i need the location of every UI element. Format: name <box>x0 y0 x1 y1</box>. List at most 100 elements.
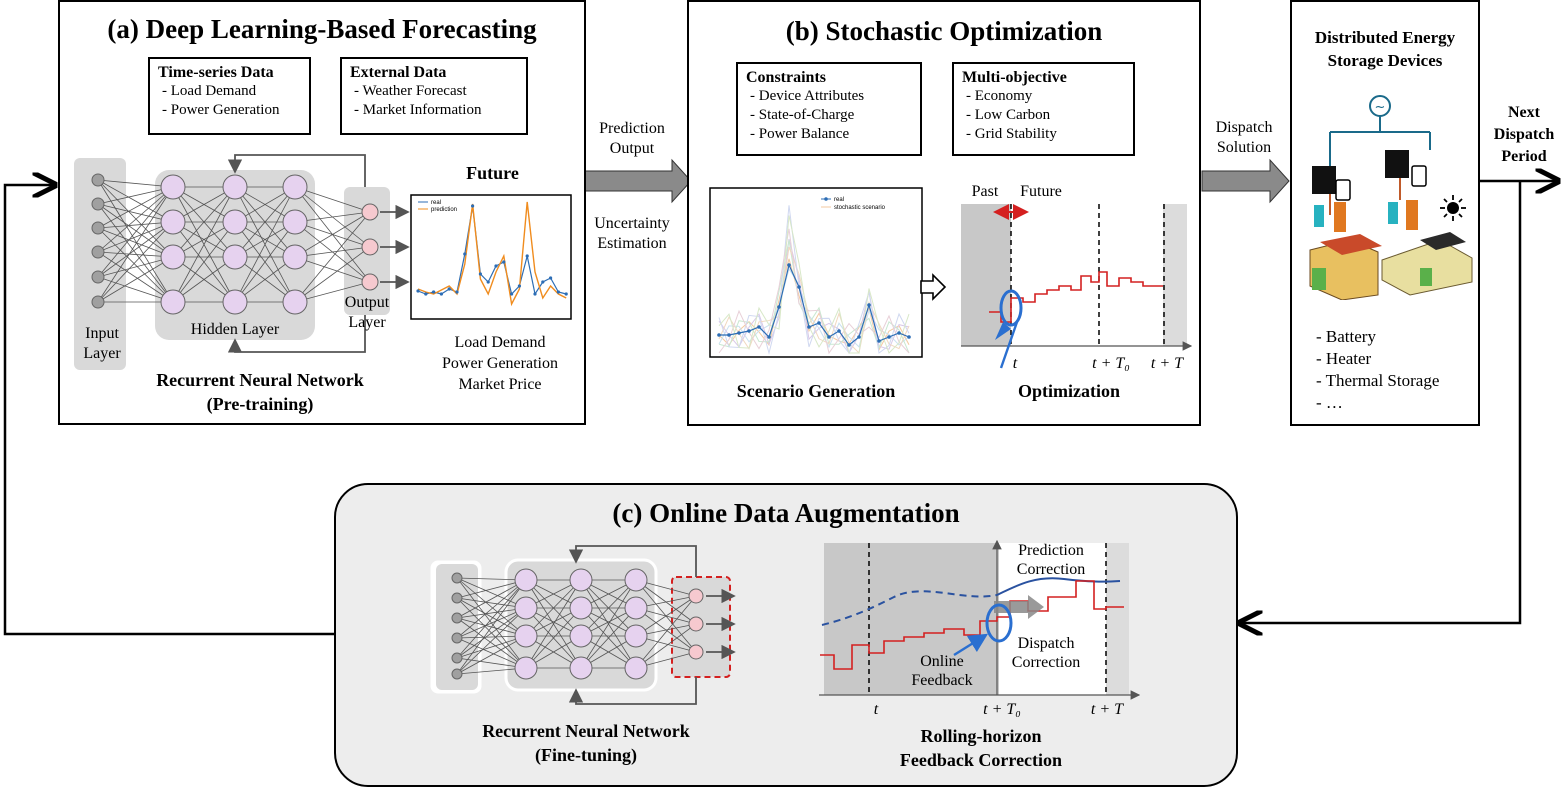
device-item: - Heater <box>1316 349 1372 368</box>
hidden-neuron <box>624 596 648 620</box>
data-point <box>478 272 482 276</box>
multi-objective-item: - Grid Stability <box>966 126 1057 142</box>
scenario-line <box>718 205 910 355</box>
hidden-neuron <box>624 656 648 680</box>
arrow-b-to-devices <box>1201 158 1290 204</box>
data-point <box>857 335 861 339</box>
panel-optimization: (b) Stochastic Optimization Constraints … <box>687 0 1201 426</box>
legend-stochastic-scenario: stochastic scenario <box>834 205 886 211</box>
data-point <box>432 290 436 294</box>
data-point <box>494 264 498 268</box>
panel-b-title: (b) Stochastic Optimization <box>785 16 1103 46</box>
input-layer-bg <box>74 158 126 370</box>
hidden-neuron <box>160 289 186 315</box>
external-data-box: External Data - Weather Forecast - Marke… <box>340 57 528 135</box>
hidden-neuron <box>569 624 593 648</box>
output-neuron <box>361 273 379 291</box>
data-point <box>847 343 851 347</box>
rolling-horizon-chart <box>819 539 1141 700</box>
tick-t-plus-t: t + T <box>1150 355 1184 372</box>
rnn-diagram <box>74 154 410 370</box>
hidden-neuron <box>514 568 538 592</box>
panel-c-title: (c) Online Data Augmentation <box>612 498 960 528</box>
arrow-a-to-b <box>584 158 692 204</box>
device-item: - … <box>1316 393 1343 412</box>
data-point <box>416 289 420 293</box>
hidden-layer-label: Hidden Layer <box>190 321 280 338</box>
svg-text:~: ~ <box>1375 100 1386 115</box>
hidden-neuron <box>282 289 308 315</box>
input-neuron <box>451 592 463 604</box>
hidden-neuron <box>222 209 248 235</box>
rnn-finetune-diagram <box>430 545 736 705</box>
scenario-line <box>718 215 910 354</box>
hidden-neuron <box>514 624 538 648</box>
future-label: Future <box>1020 183 1062 200</box>
input-neuron <box>451 572 463 584</box>
tick-t: t <box>873 701 879 718</box>
data-point <box>717 333 721 337</box>
data-point <box>817 321 821 325</box>
multi-objective-item: - Economy <box>966 88 1033 104</box>
hidden-neuron <box>514 656 538 680</box>
data-point <box>517 284 521 288</box>
data-point <box>797 285 801 289</box>
constraints-item: - Device Attributes <box>750 88 865 104</box>
data-point <box>564 292 568 296</box>
hidden-neuron <box>222 244 248 270</box>
hidden-neuron <box>624 568 648 592</box>
input-neuron <box>91 270 105 284</box>
input-neuron <box>451 612 463 624</box>
constraints-item: - Power Balance <box>750 126 850 142</box>
data-point <box>471 204 475 208</box>
tick-t-plus-t0: t + T₀ <box>1092 355 1130 372</box>
tick-t-plus-t: t + T <box>1090 701 1124 718</box>
hidden-neuron <box>569 596 593 620</box>
tick-t: t <box>1012 355 1018 372</box>
hidden-neuron <box>282 174 308 200</box>
hidden-neuron <box>282 209 308 235</box>
hidden-neuron <box>160 209 186 235</box>
time-series-box: Time-series Data - Load Demand - Power G… <box>148 57 311 135</box>
hidden-neuron <box>282 244 308 270</box>
tick-t-plus-t0: t + T₀ <box>983 701 1021 718</box>
external-data-item: - Market Information <box>354 102 482 118</box>
data-point <box>767 335 771 339</box>
hidden-neuron <box>222 289 248 315</box>
device-illustration: ~ <box>1309 95 1473 300</box>
rnn-pretraining-label: Recurrent Neural Network(Pre-training) <box>156 370 364 414</box>
output-neuron <box>361 238 379 256</box>
data-point <box>907 335 911 339</box>
data-point <box>541 280 545 284</box>
input-neuron <box>451 668 463 680</box>
forecast-chart: real prediction <box>410 194 572 320</box>
panel-a-title: (a) Deep Learning-Based Forecasting <box>107 14 537 44</box>
data-point <box>727 333 731 337</box>
data-point <box>777 305 781 309</box>
data-point <box>463 252 467 256</box>
hidden-neuron <box>569 656 593 680</box>
data-point <box>827 335 831 339</box>
hidden-neuron <box>222 174 248 200</box>
recurrent-arrow-top <box>227 154 366 187</box>
data-point <box>837 329 841 333</box>
data-point <box>556 290 560 294</box>
external-data-item: - Weather Forecast <box>354 83 467 99</box>
output-neuron <box>688 616 704 632</box>
device-item: - Battery <box>1316 327 1376 346</box>
data-point <box>525 254 529 258</box>
optimization-chart <box>961 204 1193 369</box>
legend-real: real <box>834 197 844 203</box>
multi-objective-item: - Low Carbon <box>966 107 1051 123</box>
panel-augmentation: (c) Online Data Augmentation Recurrent N… <box>334 483 1238 787</box>
data-point <box>439 292 443 296</box>
